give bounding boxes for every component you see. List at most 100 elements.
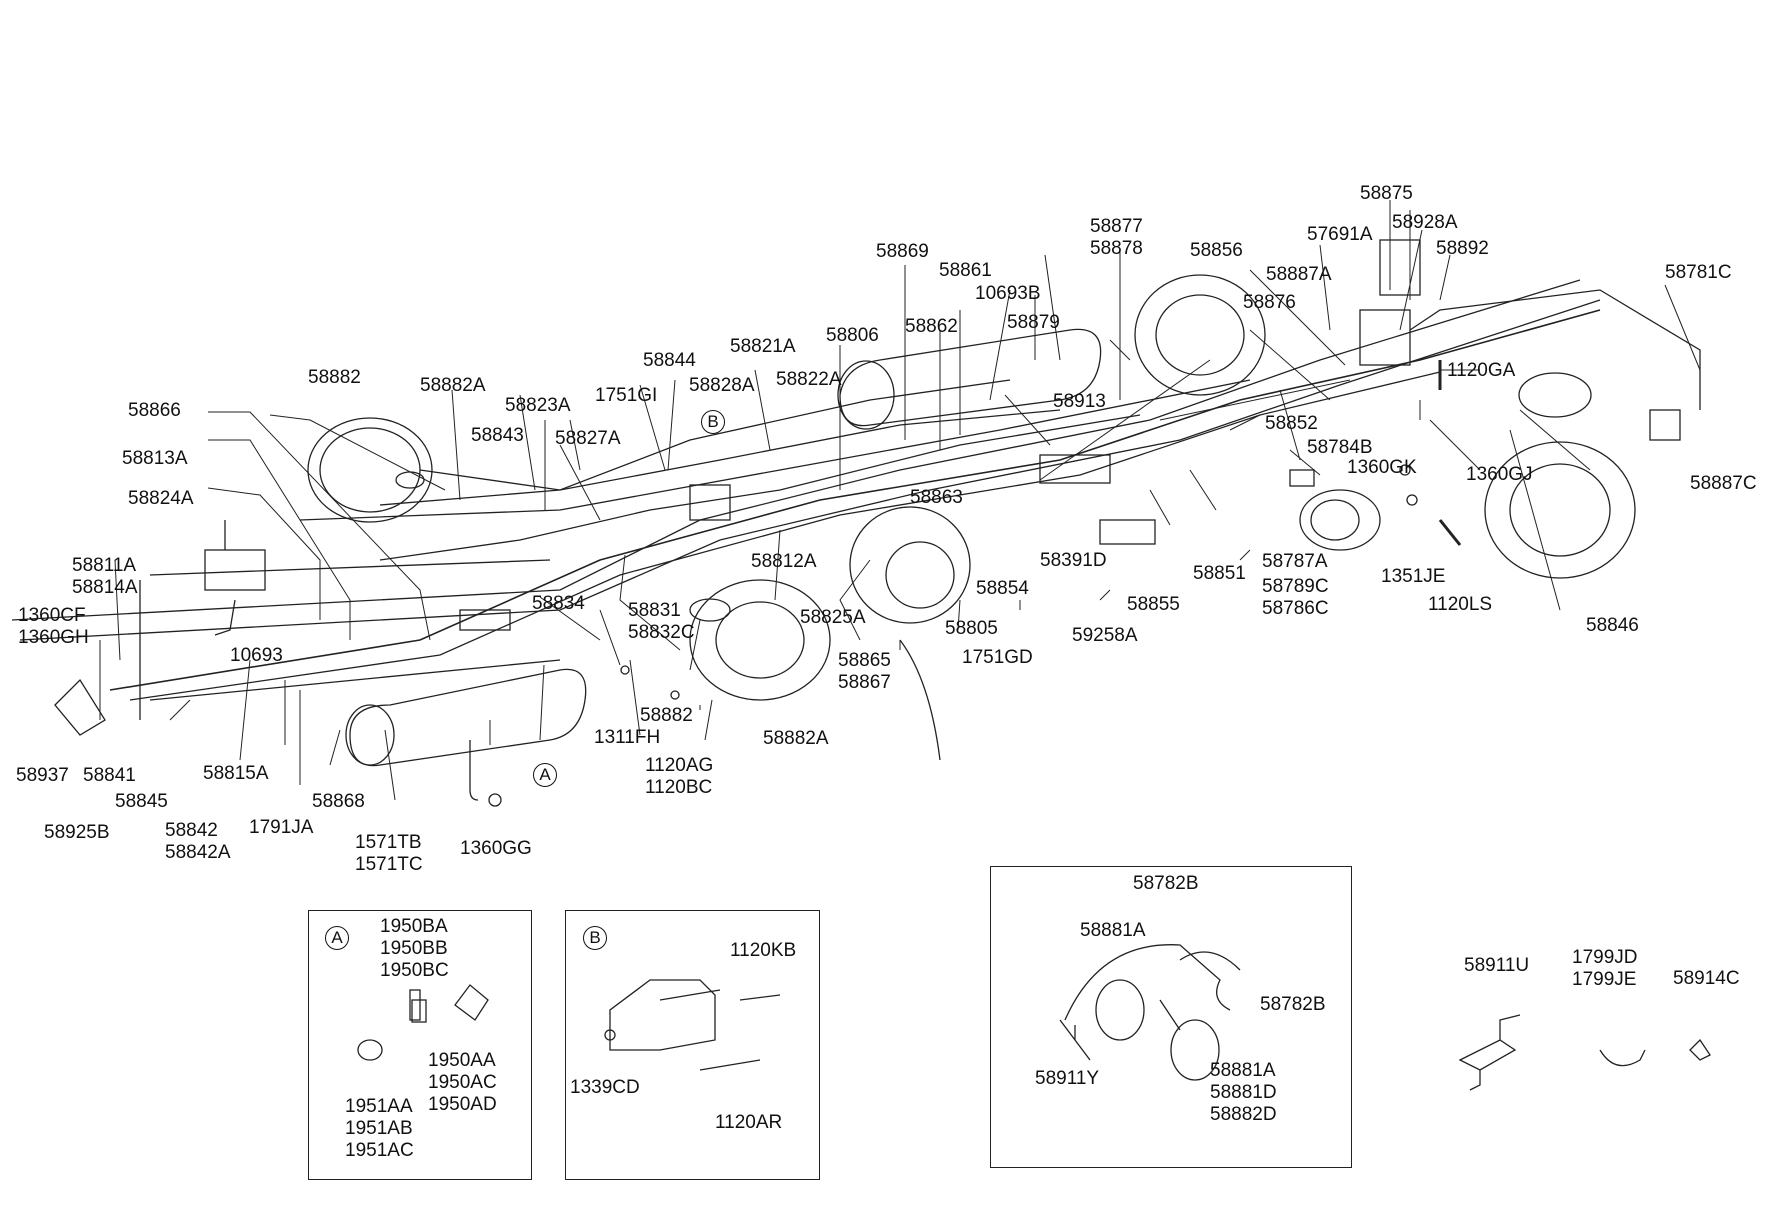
part-callout-58812a[interactable]: 58812A: [751, 551, 817, 573]
part-callout-58892[interactable]: 58892: [1436, 238, 1489, 260]
part-number: 58863: [910, 487, 963, 508]
part-callout-58869[interactable]: 58869: [876, 241, 929, 263]
part-callout-58879[interactable]: 58879: [1007, 312, 1060, 334]
part-callout-1120ar[interactable]: 1120AR: [715, 1112, 782, 1134]
part-callout-58825a[interactable]: 58825A: [800, 607, 866, 629]
part-callout-58868[interactable]: 58868: [312, 791, 365, 813]
part-callout-59258a[interactable]: 59258A: [1072, 625, 1138, 647]
part-callout-58852[interactable]: 58852: [1265, 413, 1318, 435]
part-callout-58787a[interactable]: 58787A: [1262, 551, 1328, 573]
part-callout-58391d[interactable]: 58391D: [1040, 550, 1107, 572]
part-number: 58911Y: [1035, 1068, 1100, 1089]
part-callout-58928a[interactable]: 58928A: [1392, 212, 1458, 234]
part-callout-1351je[interactable]: 1351JE: [1381, 566, 1445, 588]
part-callout-58882a[interactable]: 58882A: [763, 728, 829, 750]
part-callout-58806[interactable]: 58806: [826, 325, 879, 347]
part-callout-58866[interactable]: 58866: [128, 400, 181, 422]
part-number: 58855: [1127, 594, 1180, 615]
part-callout-58782b[interactable]: 58782B: [1133, 873, 1199, 895]
part-callout-10693b[interactable]: 10693B: [975, 283, 1041, 305]
part-callout-58844[interactable]: 58844: [643, 350, 696, 372]
part-callout-58862[interactable]: 58862: [905, 316, 958, 338]
part-callout-58913[interactable]: 58913: [1053, 391, 1106, 413]
part-callout-58824a[interactable]: 58824A: [128, 488, 194, 510]
part-number: 58844: [643, 350, 696, 371]
part-callout-58937[interactable]: 58937: [16, 765, 69, 787]
part-number: 1799JD: [1572, 947, 1638, 968]
part-callout-57691a[interactable]: 57691A: [1307, 224, 1373, 246]
part-number: 58869: [876, 241, 929, 262]
part-callout-58882[interactable]: 58882: [308, 367, 361, 389]
part-callout-1120ga[interactable]: 1120GA: [1447, 360, 1515, 382]
part-callout-58851[interactable]: 58851: [1193, 563, 1246, 585]
part-callout-1311fh[interactable]: 1311FH: [594, 727, 660, 749]
part-callout-58914c[interactable]: 58914C: [1673, 968, 1740, 990]
part-callout-58846[interactable]: 58846: [1586, 615, 1639, 637]
part-callout-58805[interactable]: 58805: [945, 618, 998, 640]
part-callout-58827a[interactable]: 58827A: [555, 428, 621, 450]
part-callout-10693[interactable]: 10693: [230, 645, 283, 667]
part-callout-58876[interactable]: 58876: [1243, 292, 1296, 314]
air-tank-upper: [839, 328, 1102, 427]
part-callout-1120kb[interactable]: 1120KB: [730, 940, 796, 962]
part-number: 1950AA: [428, 1050, 496, 1071]
part-callout-58834[interactable]: 58834: [532, 593, 585, 615]
part-callout-58822a[interactable]: 58822A: [776, 369, 842, 391]
part-callout-58911u[interactable]: 58911U: [1464, 955, 1529, 977]
part-callout-1791ja[interactable]: 1791JA: [249, 817, 313, 839]
part-callout-58863[interactable]: 58863: [910, 487, 963, 509]
part-callout-58887c[interactable]: 58887C: [1690, 473, 1757, 495]
part-callout-58821a[interactable]: 58821A: [730, 336, 796, 358]
part-number: 58846: [1586, 615, 1639, 636]
part-callout-58845[interactable]: 58845: [115, 791, 168, 813]
part-number: 58814A: [72, 577, 138, 598]
part-callout-1360gj[interactable]: 1360GJ: [1466, 464, 1533, 486]
part-callout-58841[interactable]: 58841: [83, 765, 136, 787]
part-callout-1120ls[interactable]: 1120LS: [1428, 594, 1492, 616]
part-callout-58781c[interactable]: 58781C: [1665, 262, 1732, 284]
part-callout-1360gk[interactable]: 1360GK: [1347, 457, 1417, 479]
part-callout-58887a[interactable]: 58887A: [1266, 264, 1332, 286]
part-callout-1751gd[interactable]: 1751GD: [962, 647, 1033, 669]
part-callout-1360gg[interactable]: 1360GG: [460, 838, 532, 860]
part-callout-58813a[interactable]: 58813A: [122, 448, 188, 470]
part-callout-58882[interactable]: 58882: [640, 705, 693, 727]
part-callout-1339cd[interactable]: 1339CD: [570, 1077, 640, 1099]
part-callout-58911y[interactable]: 58911Y: [1035, 1068, 1099, 1090]
part-callout-58854[interactable]: 58854: [976, 578, 1029, 600]
part-callout-58815a[interactable]: 58815A: [203, 763, 269, 785]
part-callout-58782b[interactable]: 58782B: [1260, 994, 1326, 1016]
part-number: 58913: [1053, 391, 1106, 412]
part-callout-58843[interactable]: 58843: [471, 425, 524, 447]
part-number: 58827A: [555, 428, 621, 449]
part-callout-58925b[interactable]: 58925B: [44, 822, 110, 844]
part-callout-58882a[interactable]: 58882A: [420, 375, 486, 397]
part-callout-58861[interactable]: 58861: [939, 260, 992, 282]
part-callout-1751gi[interactable]: 1751GI: [595, 385, 657, 407]
part-callout-58881a[interactable]: 58881A: [1080, 920, 1146, 942]
part-callout-58823a[interactable]: 58823A: [505, 395, 571, 417]
part-number: 1951AB: [345, 1118, 413, 1139]
marker-b[interactable]: B: [701, 410, 725, 434]
part-callout-58875[interactable]: 58875: [1360, 183, 1413, 205]
part-callout-58856[interactable]: 58856: [1190, 240, 1243, 262]
part-callout-58855[interactable]: 58855: [1127, 594, 1180, 616]
part-callout-58784b[interactable]: 58784B: [1307, 437, 1373, 459]
marker-a[interactable]: A: [533, 763, 557, 787]
part-callout-58828a[interactable]: 58828A: [689, 375, 755, 397]
